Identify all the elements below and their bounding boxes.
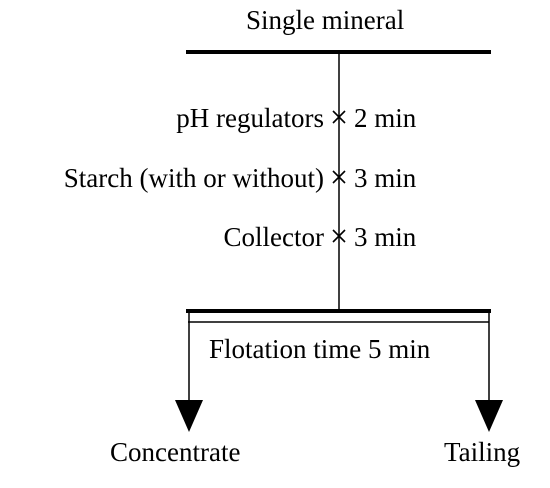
reagent-label-ph: pH regulators bbox=[176, 103, 324, 133]
tailing-arrowhead bbox=[475, 400, 503, 432]
concentrate-label: Concentrate bbox=[110, 437, 241, 467]
tailing-label: Tailing bbox=[444, 437, 521, 467]
reagent-label-starch: Starch (with or without) bbox=[63, 163, 324, 193]
conditioning-time-ph: 2 min bbox=[354, 103, 417, 133]
concentrate-arrowhead bbox=[175, 400, 203, 432]
conditioning-time-starch: 3 min bbox=[354, 163, 417, 193]
addition-mark-3 bbox=[332, 229, 346, 243]
addition-mark-2 bbox=[332, 170, 346, 184]
flotation-time-label: Flotation time 5 min bbox=[209, 334, 431, 364]
reagent-label-collector: Collector bbox=[223, 222, 324, 252]
conditioning-time-collector: 3 min bbox=[354, 222, 417, 252]
feed-title: Single mineral bbox=[246, 5, 405, 35]
addition-mark-1 bbox=[332, 110, 346, 124]
